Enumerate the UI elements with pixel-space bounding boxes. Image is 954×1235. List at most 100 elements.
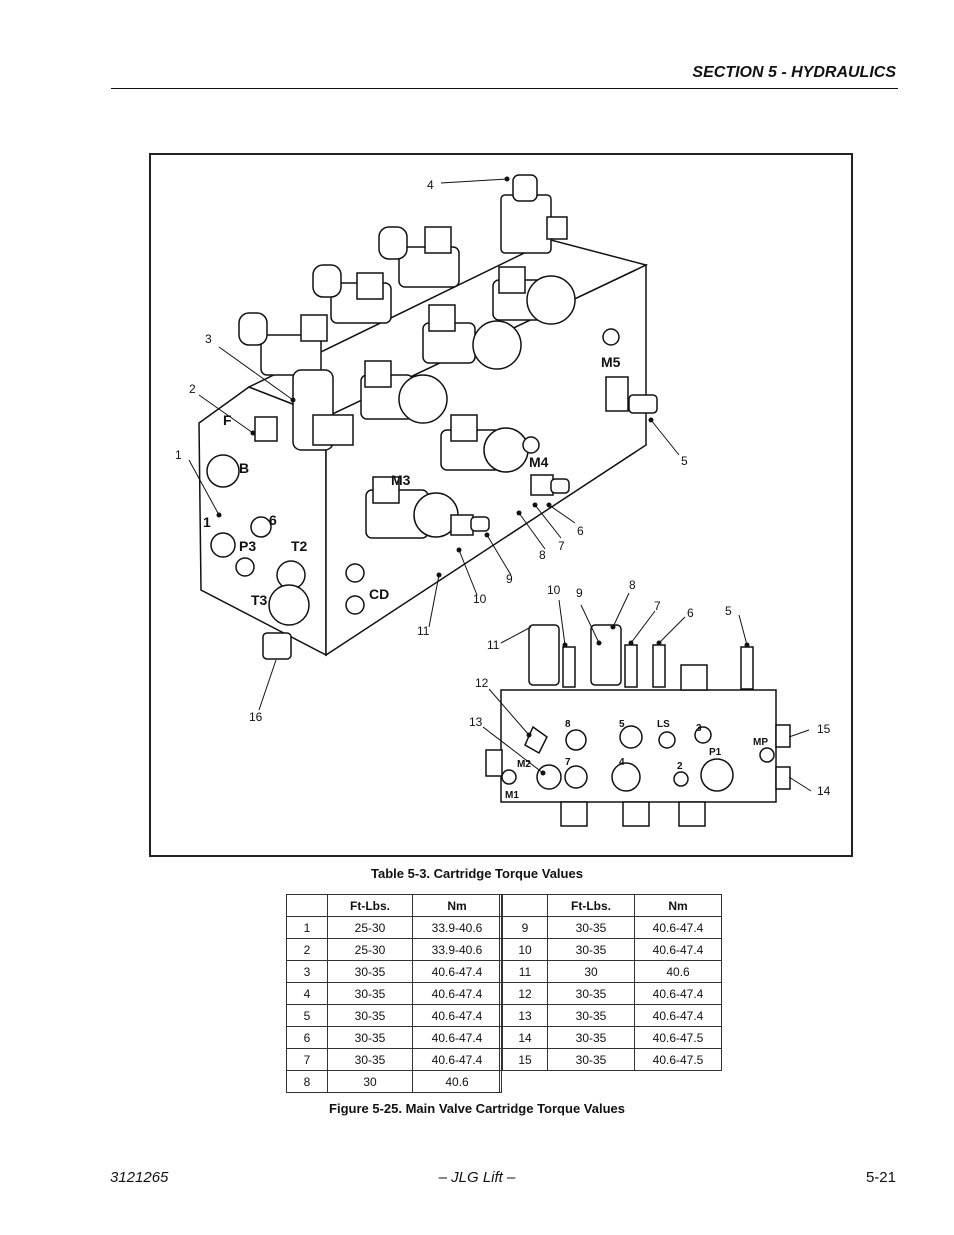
- solenoid-top: [500, 174, 568, 254]
- col-header-item: [502, 894, 548, 917]
- port-label-m4: M4: [529, 454, 549, 470]
- inset-stem-10: [562, 646, 576, 688]
- port-m5: [602, 328, 620, 346]
- solenoid-6: [360, 360, 448, 424]
- col-header-ftlbs: Ft-Lbs.: [327, 894, 413, 917]
- callout-5: 5: [681, 454, 688, 468]
- port-label-p3: P3: [239, 538, 256, 554]
- header-rule: [111, 88, 898, 89]
- port-label-m3: M3: [391, 472, 411, 488]
- inset-port-ls: [658, 731, 676, 749]
- callout-2: 2: [189, 382, 196, 396]
- solenoid-8: [365, 476, 459, 539]
- inset-bottom-1: [560, 801, 588, 827]
- leader-lines: [188, 178, 812, 792]
- table-header-row: Ft-Lbs. Nm: [502, 894, 722, 917]
- inset-fitting-15: [775, 724, 791, 748]
- inset-knob: [680, 664, 708, 691]
- port-label-f: F: [223, 412, 232, 428]
- solenoid-7: [440, 414, 529, 473]
- port-b: [206, 454, 240, 488]
- callout-16: 16: [249, 710, 263, 724]
- inset-callout-13: 13: [469, 715, 483, 729]
- callout-3: 3: [205, 332, 212, 346]
- col-header-nm: Nm: [634, 894, 722, 917]
- callout-6: 6: [577, 524, 584, 538]
- inset-port-label-p1: P1: [709, 747, 722, 758]
- port-label-cd: CD: [369, 586, 389, 602]
- valve-cartridge-3: [292, 369, 354, 451]
- inset-port-8: [565, 729, 587, 751]
- footer-doc-number: 3121265: [110, 1169, 169, 1186]
- table-divider: [499, 894, 500, 1093]
- callout-9: 9: [506, 572, 513, 586]
- inset-callout-7: 7: [654, 599, 661, 613]
- inset-callout-6: 6: [687, 606, 694, 620]
- inset-port-p1: [700, 758, 734, 792]
- inset-callout-9: 9: [576, 586, 583, 600]
- footer-brand: – JLG Lift –: [438, 1169, 516, 1186]
- inset-callout-15: 15: [817, 722, 831, 736]
- solenoid-3: [378, 226, 460, 288]
- inset-coil-11: [528, 624, 560, 686]
- callout-1: 1: [175, 448, 182, 462]
- inset-port-label-m2: M2: [517, 759, 531, 770]
- footer-page-number: 5-21: [865, 1169, 896, 1186]
- inset-stem-7: [624, 644, 638, 688]
- callout-7: 7: [558, 539, 565, 553]
- inset-port-3: [694, 726, 712, 744]
- fitting-6-7: [530, 474, 570, 496]
- inset-callout-12: 12: [475, 676, 489, 690]
- callout-4: 4: [427, 178, 434, 192]
- inset-port-13: [536, 764, 562, 790]
- port-m4: [522, 436, 540, 454]
- figure-caption: Figure 5-25. Main Valve Cartridge Torque…: [329, 1101, 625, 1116]
- inset-port-m1: [501, 769, 517, 785]
- port-label-t3: T3: [251, 592, 268, 608]
- inset-port-label-2: 2: [677, 761, 683, 772]
- inset-port-2: [673, 771, 689, 787]
- table-title: Table 5-3. Cartridge Torque Values: [371, 866, 583, 881]
- inset-fitting-14: [775, 766, 791, 790]
- inset-port-label-ls: LS: [657, 719, 670, 730]
- fitting-16: [262, 632, 292, 660]
- inset-port-label-7: 7: [565, 757, 571, 768]
- inset-callout-10: 10: [547, 583, 561, 597]
- inset-port-label-m1: M1: [505, 790, 519, 801]
- valve-drawing: 1 2 3 4 5 6 7 8 9 10 11 16 5 6 7 8 9 10 …: [175, 174, 831, 827]
- inset-callout-11: 11: [487, 638, 500, 652]
- port-cd2: [345, 595, 365, 615]
- col-header-nm: Nm: [412, 894, 502, 917]
- inset-left-fitting: [485, 749, 503, 777]
- port-t3: [268, 584, 310, 626]
- inset-stem-5: [740, 646, 754, 690]
- port-6: [250, 516, 272, 538]
- port-label-b: B: [239, 460, 249, 476]
- inset-callout-8: 8: [629, 578, 636, 592]
- inset-stem-6: [652, 644, 666, 688]
- plug-2: [254, 416, 278, 442]
- inset-port-4: [611, 762, 641, 792]
- inset-callout-5: 5: [725, 604, 732, 618]
- callout-8: 8: [539, 548, 546, 562]
- inset-port-label-mp: MP: [753, 737, 768, 748]
- port-label-t2: T2: [291, 538, 308, 554]
- callout-10: 10: [473, 592, 487, 606]
- leader-dots: [216, 176, 750, 776]
- inset-port-label-4: 4: [619, 757, 625, 768]
- port-p3: [235, 557, 255, 577]
- col-header-ftlbs: Ft-Lbs.: [547, 894, 635, 917]
